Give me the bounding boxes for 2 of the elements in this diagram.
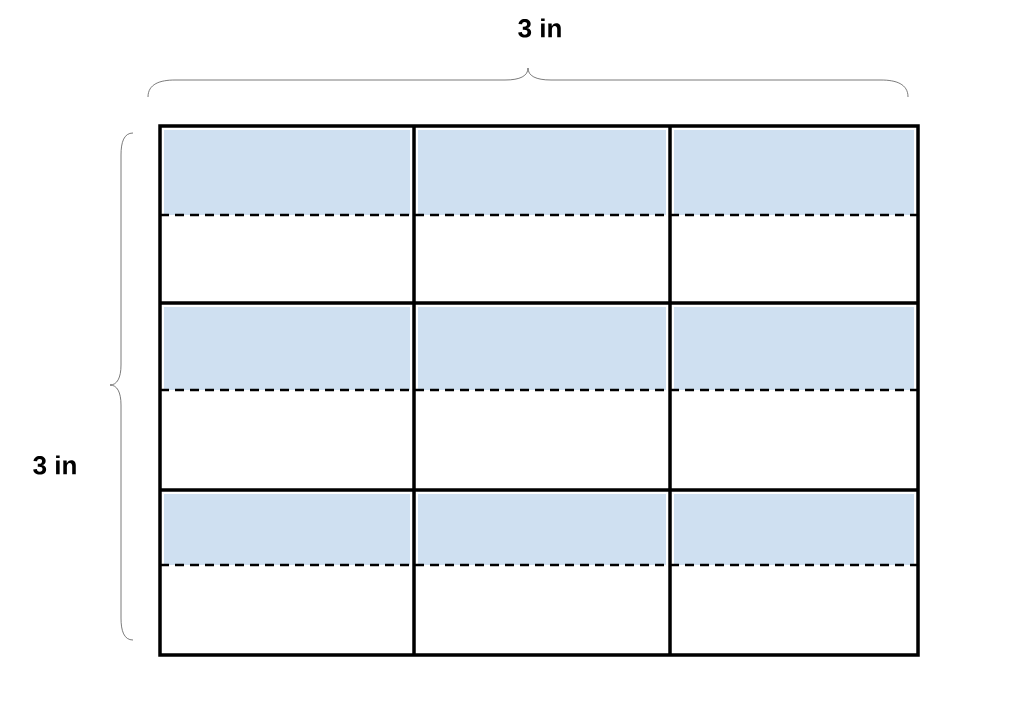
dimension-label: 3 in xyxy=(518,18,561,38)
dimension-label: 3 in xyxy=(33,455,76,475)
